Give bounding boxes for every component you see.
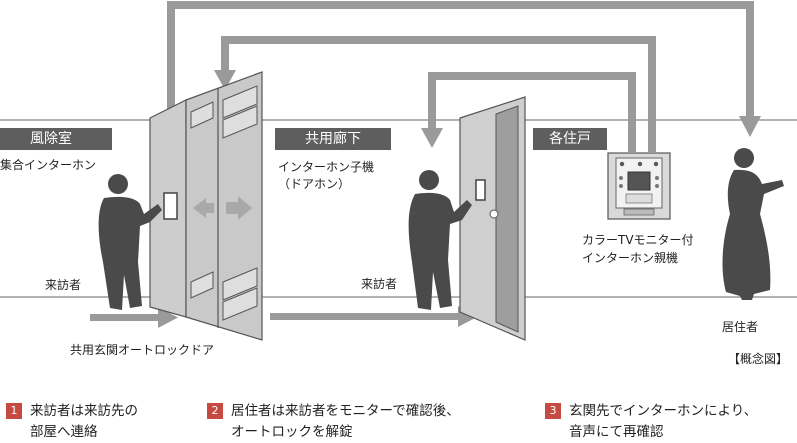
label-visitor-1: 来訪者 xyxy=(45,278,82,292)
visitor-1-figure xyxy=(98,174,162,310)
master-intercom-unit xyxy=(607,152,671,220)
signal-arrows xyxy=(167,1,754,193)
double-arrow-icon xyxy=(193,196,252,220)
step-1: 1 来訪者は来訪先の 部屋へ連絡 xyxy=(6,401,138,443)
step-2-badge: 2 xyxy=(207,403,223,419)
door-knob xyxy=(489,209,499,219)
lobby-intercom-panel xyxy=(163,192,178,220)
label-concept: 【概念図】 xyxy=(728,352,789,366)
step-1-badge: 1 xyxy=(6,403,22,419)
door-intercom-panel xyxy=(475,179,486,201)
arrow-unit-to-entrance xyxy=(221,36,656,152)
zone-tag-vestibule: 風除室 xyxy=(0,128,112,150)
step-3-text: 玄関先でインターホンにより、 音声にて再確認 xyxy=(569,403,758,440)
visitor-2-figure xyxy=(408,170,472,310)
step-2-text: 居住者は来訪者をモニターで確認後、 オートロックを解錠 xyxy=(231,403,460,440)
resident-figure xyxy=(722,148,784,300)
triangle-arrow-head xyxy=(214,70,236,90)
arrow-unit-to-doorphone xyxy=(428,72,636,152)
step-1-text: 来訪者は来訪先の 部屋へ連絡 xyxy=(30,403,138,440)
zone-tag-unit: 各住戸 xyxy=(533,128,607,150)
label-visitor-2: 来訪者 xyxy=(361,277,398,291)
arrow-lobby-to-resident xyxy=(167,1,754,193)
unit-door xyxy=(459,96,526,341)
step-2: 2 居住者は来訪者をモニターで確認後、 オートロックを解錠 xyxy=(207,401,460,443)
triangle-arrow-head xyxy=(739,116,761,137)
walk-arrows xyxy=(90,306,478,328)
step-3: 3 玄関先でインターホンにより、 音声にて再確認 xyxy=(545,401,757,443)
triangle-arrow-head xyxy=(421,128,443,148)
label-door-intercom: インターホン子機 （ドアホン） xyxy=(278,160,375,191)
zone-tag-corridor: 共用廊下 xyxy=(275,128,391,150)
step-3-badge: 3 xyxy=(545,403,561,419)
label-lobby-intercom: 集合インターホン xyxy=(0,158,97,172)
label-entrance-door: 共用玄関オートロックドア xyxy=(70,343,215,357)
label-master-unit: カラーTVモニター付 インターホン親機 xyxy=(582,233,694,265)
entrance-door xyxy=(149,71,263,341)
person-silhouette xyxy=(98,148,784,310)
arrow-heads xyxy=(214,70,761,148)
label-resident: 居住者 xyxy=(722,320,759,334)
